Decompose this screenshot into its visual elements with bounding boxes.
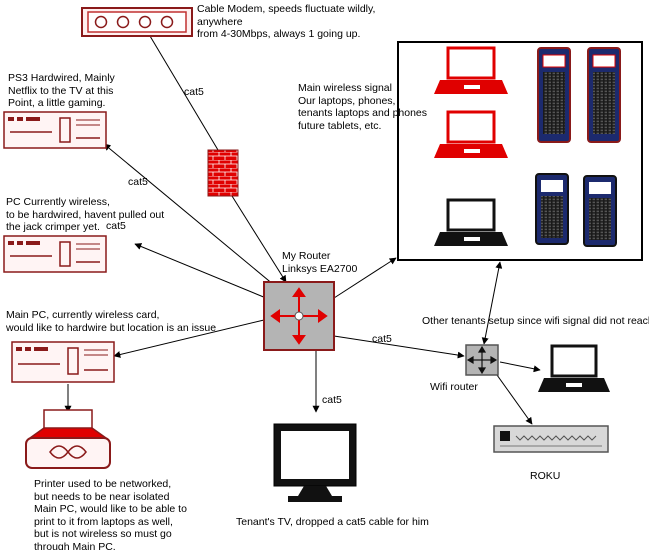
edge-router-wifi (333, 335, 465, 359)
laptop-black-icon (434, 198, 508, 246)
laptop-red-2-icon (434, 110, 508, 158)
router-label: My Router Linksys EA2700 (282, 250, 358, 275)
edge-label-pc-router: cat5 (106, 220, 126, 232)
wireless-signal-label: Main wireless signal Our laptops, phones… (298, 82, 428, 132)
edge-router-wireless (333, 257, 397, 299)
phone-3-icon (535, 173, 569, 245)
firewall-icon (207, 149, 239, 197)
edge-router-mainpc (113, 319, 265, 358)
printer-icon (25, 409, 111, 469)
edge-label-ps3-router: cat5 (128, 176, 148, 188)
tv-label: Tenant's TV, dropped a cat5 cable for hi… (236, 516, 429, 528)
main-router-icon (263, 281, 335, 351)
edge-wifi-laptop (499, 361, 541, 373)
roku-label: ROKU (530, 470, 561, 482)
roku-icon (493, 425, 609, 453)
edge-modem-firewall (149, 35, 219, 151)
connections (64, 35, 541, 425)
edge-router-pc (134, 243, 267, 299)
cable-modem-icon (81, 7, 193, 37)
other-tenants-label: Other tenants setup since wifi signal di… (422, 315, 649, 327)
phone-2-icon (587, 47, 621, 143)
phone-1-icon (537, 47, 571, 143)
printer-label: Printer used to be networked, but needs … (34, 478, 187, 550)
wifi-router-label: Wifi router (430, 381, 478, 393)
laptop-red-1-icon (434, 46, 508, 94)
edge-firewall-router (231, 195, 287, 283)
pc-desktop-icon (3, 235, 107, 273)
pc-label: PC Currently wireless, to be hardwired, … (6, 196, 165, 233)
tenant-laptop-icon (538, 344, 610, 392)
edge-label-modem-firewall: cat5 (184, 86, 204, 98)
edge-wifi-roku (491, 367, 533, 425)
tv-icon (273, 423, 357, 502)
ps3-desktop-icon (3, 111, 107, 149)
modem-label: Cable Modem, speeds fluctuate wildly, an… (197, 3, 376, 40)
main-pc-desktop-icon (11, 341, 115, 383)
ps3-label: PS3 Hardwired, Mainly Netflix to the TV … (8, 72, 115, 109)
edge-wireless-wifi (481, 261, 503, 345)
wifi-router-icon (465, 344, 499, 376)
edge-label-router-tv: cat5 (322, 394, 342, 406)
edge-router-ps3 (103, 143, 281, 291)
main-pc-label: Main PC, currently wireless card, would … (6, 309, 217, 334)
phone-4-icon (583, 175, 617, 247)
edge-label-router-wifi: cat5 (372, 333, 392, 345)
